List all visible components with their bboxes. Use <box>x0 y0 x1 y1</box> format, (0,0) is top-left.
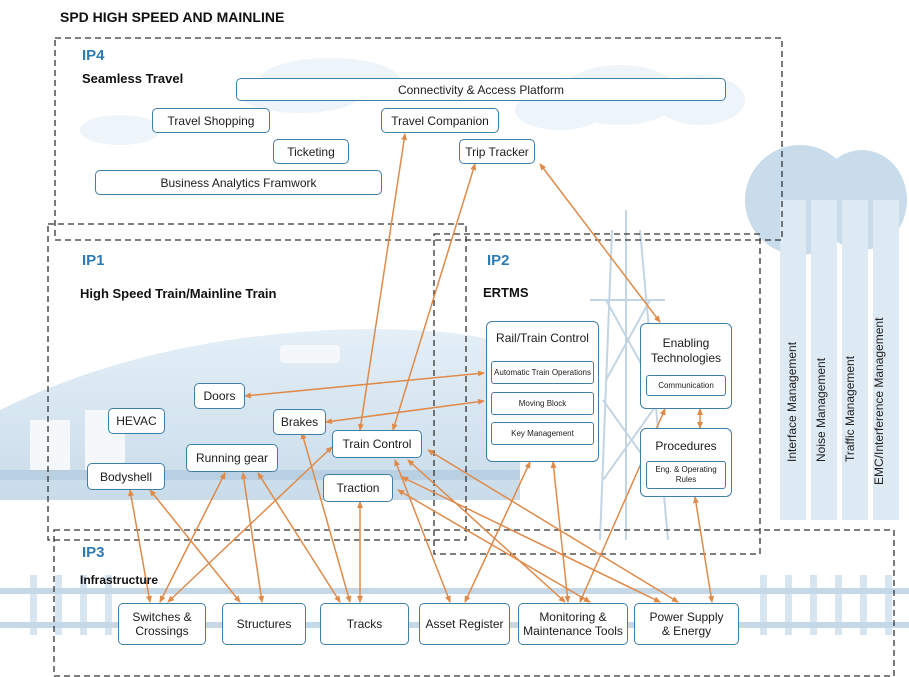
travel-companion-box: Travel Companion <box>381 108 499 133</box>
tracks-box: Tracks <box>320 603 409 645</box>
enabling-title-line1: Enabling <box>662 336 710 350</box>
bodyshell-box: Bodyshell <box>87 463 165 490</box>
arrow-doors-ato <box>244 370 485 399</box>
traffic-management-label: Traffic Management <box>843 355 857 462</box>
procedures-group: Procedures Eng. & Operating Rules <box>640 428 732 497</box>
connectivity-access-platform-box: Connectivity & Access Platform <box>236 78 726 101</box>
enabling-title-line2: Technologies <box>650 351 722 365</box>
emc-interference-management-label: EMC/Interference Management <box>872 317 886 485</box>
ip2-label: IP2 <box>487 252 510 269</box>
traction-box: Traction <box>323 474 393 502</box>
arrow-procedures-power <box>692 496 715 603</box>
interface-management-label: Interface Management <box>785 341 799 462</box>
ip4-region <box>54 37 783 241</box>
ip1-label: IP1 <box>82 252 105 269</box>
ip3-name: Infrastructure <box>80 573 159 587</box>
diagram-title: SPD HIGH SPEED AND MAINLINE <box>60 9 285 25</box>
key-management-box: Key Management <box>491 422 594 445</box>
travel-shopping-box: Travel Shopping <box>152 108 270 133</box>
rail-train-control-title: Rail/Train Control <box>496 331 589 345</box>
ip2-name: ERTMS <box>483 285 529 300</box>
ato-box: Automatic Train Operations <box>491 361 594 384</box>
doors-box: Doors <box>194 383 245 409</box>
switches-crossings-box: Switches & Crossings <box>118 603 206 645</box>
eng-operating-rules-box: Eng. & Operating Rules <box>646 461 726 489</box>
switches-line2: Crossings <box>135 624 189 638</box>
eng-operating-rules-line1: Eng. & Operating <box>655 465 717 474</box>
ip3-label: IP3 <box>82 544 105 561</box>
moving-block-box: Moving Block <box>491 392 594 415</box>
arrow-traction-monitoring <box>397 489 591 603</box>
trip-tracker-box: Trip Tracker <box>459 139 535 164</box>
communication-box: Communication <box>646 375 726 396</box>
arrow-bodyshell-switches <box>128 489 152 603</box>
ticketing-box: Ticketing <box>273 139 349 164</box>
running-gear-box: Running gear <box>186 444 278 472</box>
business-analytics-box: Business Analytics Framwork <box>95 170 382 195</box>
power-supply-energy-box: Power Supply & Energy <box>634 603 739 645</box>
arrow-triptracker-enabling <box>539 163 661 323</box>
power-line1: Power Supply <box>649 610 724 624</box>
asset-register-box: Asset Register <box>419 603 510 645</box>
monitoring-line1: Monitoring & <box>539 610 607 624</box>
noise-management-label: Noise Management <box>814 357 828 462</box>
arrow-brakes-tracks <box>300 432 352 603</box>
switches-line1: Switches & <box>132 610 192 624</box>
rail-train-control-group: Rail/Train Control Automatic Train Opera… <box>486 321 599 462</box>
procedures-title: Procedures <box>655 439 717 453</box>
arrow-bodyshell-structures <box>149 489 241 603</box>
monitoring-maintenance-box: Monitoring & Maintenance Tools <box>518 603 628 645</box>
power-line2: & Energy <box>661 624 712 638</box>
ip1-name: High Speed Train/Mainline Train <box>80 286 277 301</box>
structures-box: Structures <box>222 603 306 645</box>
hevac-box: HEVAC <box>108 408 165 434</box>
arrow-traction-power <box>401 476 661 603</box>
ip4-label: IP4 <box>82 47 105 64</box>
enabling-technologies-group: Enabling Technologies Communication <box>640 323 732 409</box>
monitoring-line2: Maintenance Tools <box>523 624 623 638</box>
train-silhouette <box>0 329 520 500</box>
column-decoration <box>745 145 907 520</box>
eng-operating-rules-line2: Rules <box>675 475 697 484</box>
brakes-box: Brakes <box>273 409 326 435</box>
ip4-name: Seamless Travel <box>82 71 184 86</box>
train-control-box: Train Control <box>332 430 422 458</box>
arrow-brakes-movingblock <box>325 398 485 425</box>
